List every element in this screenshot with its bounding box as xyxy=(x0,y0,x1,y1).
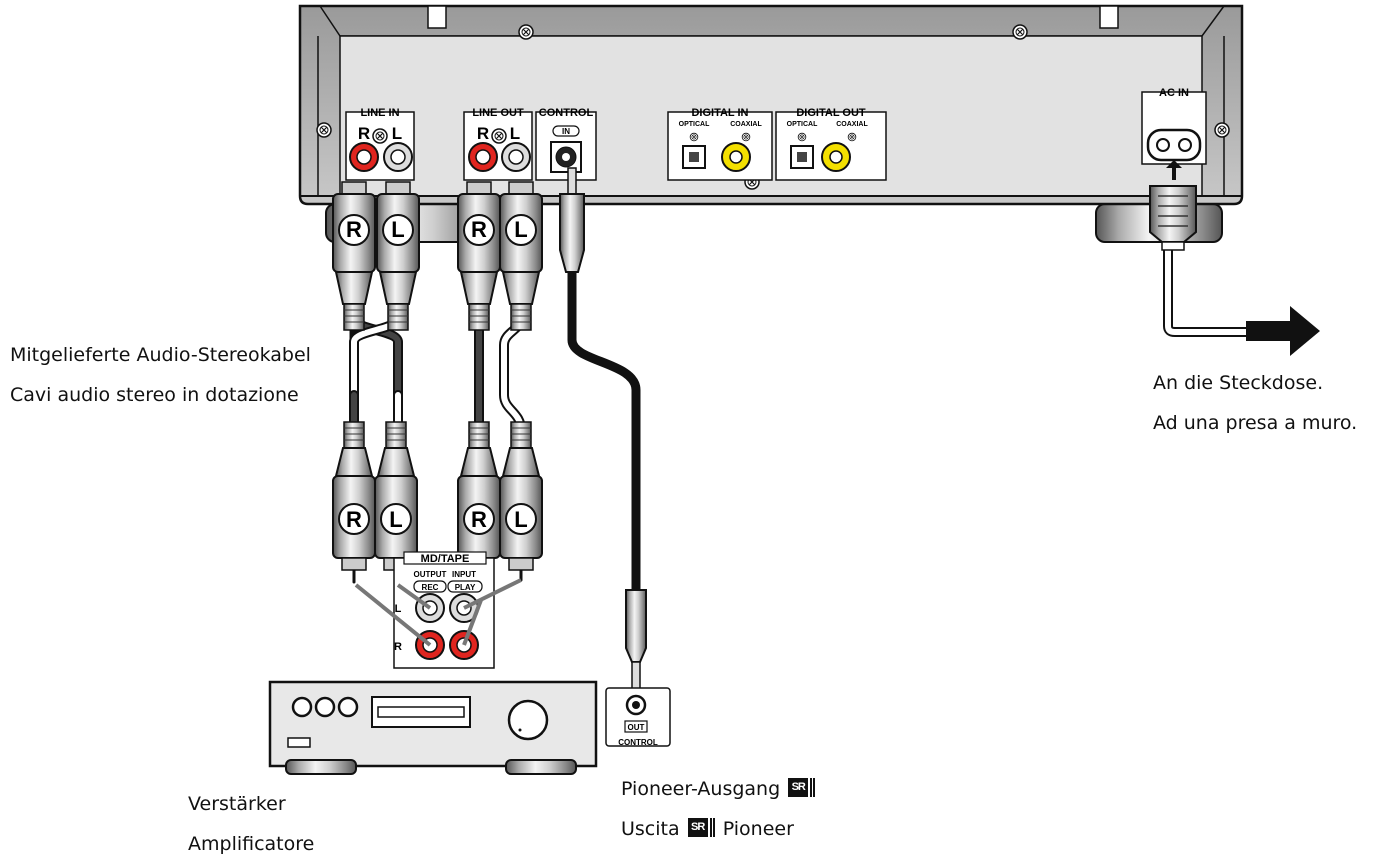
knob-icon xyxy=(337,696,359,718)
coaxial-label: COAXIAL xyxy=(836,121,868,128)
control-box-label: CONTROL xyxy=(618,738,658,747)
rec-label: REC xyxy=(422,583,439,592)
control-out-box: OUT CONTROL xyxy=(605,687,671,747)
jack-label-r: R xyxy=(358,124,370,143)
md-tape-label: MD/TAPE xyxy=(421,553,470,565)
screw-icon xyxy=(797,132,807,142)
optical-label: OPTICAL xyxy=(787,121,818,128)
knob-icon xyxy=(314,696,336,718)
line-out-label: LINE OUT xyxy=(472,107,524,119)
screw-icon xyxy=(847,132,857,142)
rca-plug-r xyxy=(332,181,376,331)
sr-logo-icon: SR xyxy=(788,778,816,797)
caption-pioneer-it-text-b: Pioneer xyxy=(722,818,794,840)
digital-in-label: DIGITAL IN xyxy=(691,107,748,119)
control-label: CONTROL xyxy=(539,107,594,119)
optical-label: OPTICAL xyxy=(679,121,710,128)
jack-label-l: L xyxy=(392,124,402,143)
plug-label-r: R xyxy=(471,507,487,532)
screw-icon xyxy=(491,128,507,144)
plug-label-l: L xyxy=(514,507,527,532)
rca-plug-l xyxy=(499,421,543,571)
rca-plug-l xyxy=(374,421,418,571)
control-in-label: IN xyxy=(562,127,570,136)
player-rear-panel: LINE IN R L LINE OUT R L CONTROL IN DIGI… xyxy=(298,4,1244,243)
sr-logo-icon: SR xyxy=(687,818,715,837)
caption-cables-de: Mitgelieferte Audio-Stereokabel xyxy=(10,344,311,366)
control-plug-top xyxy=(559,193,585,273)
caption-pioneer-de-text: Pioneer-Ausgang xyxy=(621,778,781,800)
caption-power-de: An die Steckdose. xyxy=(1153,372,1324,394)
screw-icon xyxy=(372,128,388,144)
screw-icon xyxy=(1012,24,1028,40)
output-label: OUTPUT xyxy=(414,570,447,579)
line-in-label: LINE IN xyxy=(360,107,399,119)
power-plug xyxy=(1149,185,1197,251)
caption-pioneer-it: Uscita SR Pioneer xyxy=(621,818,794,839)
screw-icon xyxy=(741,132,751,142)
jack-label-r: R xyxy=(477,124,489,143)
plug-label-l: L xyxy=(514,217,527,242)
arrow-up-icon xyxy=(1166,160,1182,168)
rca-plug-r xyxy=(332,421,376,571)
input-label: INPUT xyxy=(452,570,476,579)
amp-md-tape-panel: MD/TAPE OUTPUT INPUT REC PLAY L R xyxy=(354,551,522,669)
sr-logo-text: SR xyxy=(687,818,708,837)
screw-icon xyxy=(1214,122,1230,138)
rca-plug-r xyxy=(457,421,501,571)
knob-icon xyxy=(291,696,313,718)
ac-in-label: AC IN xyxy=(1159,87,1189,99)
digital-out-label: DIGITAL OUT xyxy=(796,107,866,119)
coaxial-label: COAXIAL xyxy=(730,121,762,128)
plug-label-r: R xyxy=(346,217,362,242)
caption-pioneer-it-text-a: Uscita xyxy=(621,818,680,840)
control-plug-bottom xyxy=(625,589,647,663)
volume-knob-icon xyxy=(507,699,549,741)
rca-plug-r xyxy=(457,181,501,331)
control-out-label: OUT xyxy=(628,723,645,732)
plugs-bottom: R L R L xyxy=(332,421,647,691)
plug-label-r: R xyxy=(346,507,362,532)
screw-icon xyxy=(518,24,534,40)
plug-label-l: L xyxy=(389,507,402,532)
caption-power-it: Ad una presa a muro. xyxy=(1153,412,1358,434)
rca-plug-l xyxy=(499,181,543,331)
rca-plug-l xyxy=(376,181,420,331)
screw-icon xyxy=(316,122,332,138)
caption-amp-de: Verstärker xyxy=(188,793,286,815)
channel-label-r: R xyxy=(394,641,402,653)
channel-label-l: L xyxy=(395,603,402,615)
ac-in-socket[interactable] xyxy=(1146,128,1202,162)
screw-icon xyxy=(689,132,699,142)
jack-label-l: L xyxy=(510,124,520,143)
sr-logo-text: SR xyxy=(788,778,809,797)
play-label: PLAY xyxy=(455,583,476,592)
plugs-top: R L R L xyxy=(332,167,585,331)
caption-amp-it: Amplificatore xyxy=(188,833,315,855)
caption-pioneer-de: Pioneer-Ausgang SR xyxy=(621,778,817,799)
amplifier xyxy=(268,680,598,775)
plug-label-r: R xyxy=(471,217,487,242)
arrow-right-icon xyxy=(1246,306,1320,356)
plug-label-l: L xyxy=(391,217,404,242)
caption-cables-it: Cavi audio stereo in dotazione xyxy=(10,384,299,406)
